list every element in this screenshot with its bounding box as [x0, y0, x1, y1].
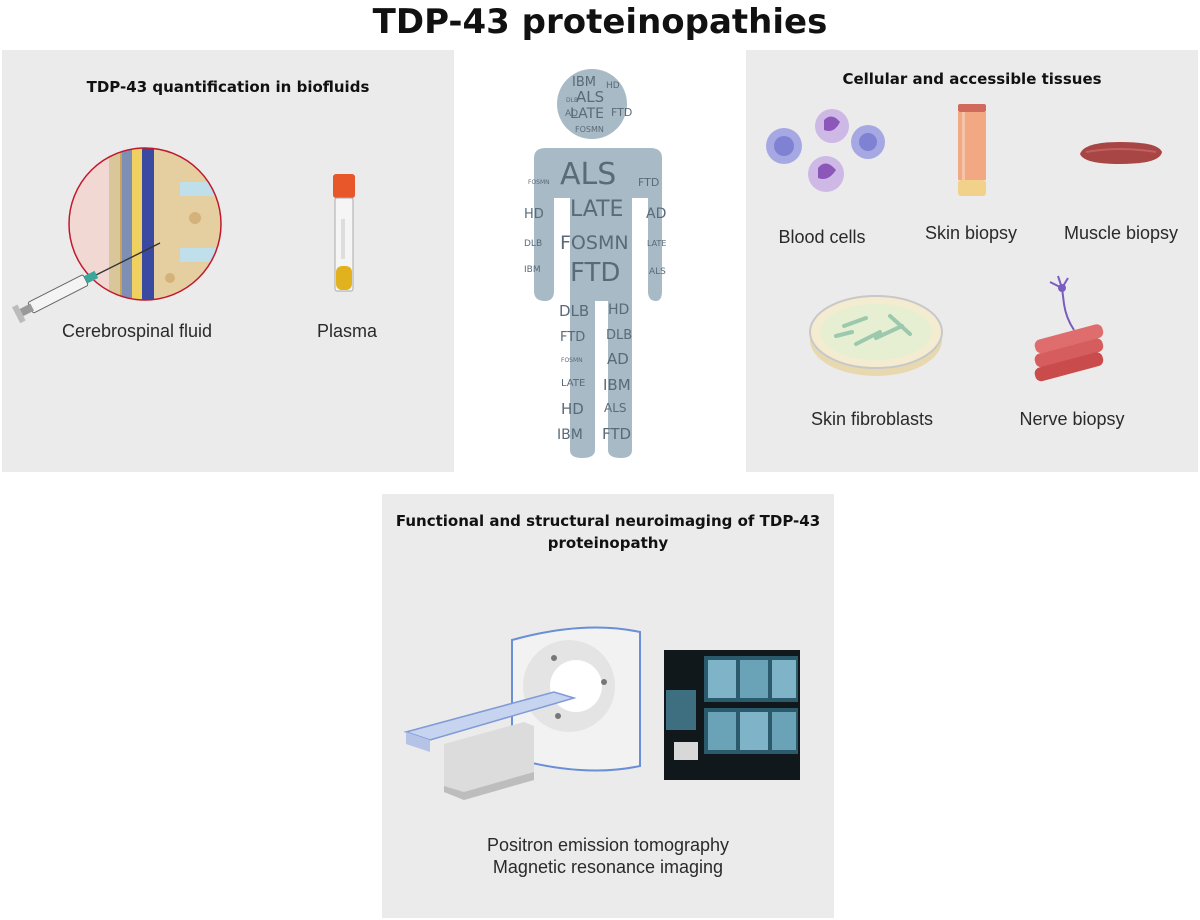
blood-cells-icon	[766, 109, 885, 192]
head-word: LATE	[570, 106, 604, 122]
left-leg-word: HD	[561, 400, 584, 418]
figure-title: TDP-43 proteinopathies	[372, 2, 828, 42]
head-word: IBM	[572, 75, 596, 90]
right-arm-word: AD	[646, 206, 666, 222]
torso-word: LATE	[570, 197, 623, 222]
nerve-biopsy-label: Nerve biopsy	[1019, 409, 1125, 429]
left-leg-word: FTD	[560, 330, 585, 345]
left-leg-word: LATE	[561, 378, 585, 389]
left-leg-word: IBM	[557, 427, 583, 443]
csf-label: Cerebrospinal fluid	[61, 321, 213, 341]
torso-word: ALS	[560, 157, 616, 192]
left-leg-word: DLB	[559, 302, 589, 320]
torso-word: FOSMN	[560, 232, 629, 254]
pet-caption: Positron emission tomography	[486, 835, 730, 855]
head-word: FTD	[611, 106, 632, 119]
skin-biopsy-icon	[958, 104, 986, 196]
left-arm-word: DLB	[524, 239, 542, 249]
right-arm-word: LATE	[647, 239, 666, 248]
scan-monitors-image	[664, 650, 800, 780]
skin-fibroblasts-label: Skin fibroblasts	[810, 409, 934, 429]
right-leg-word: ALS	[604, 401, 627, 415]
petri-dish-icon	[809, 295, 943, 376]
torso-word: FTD	[570, 258, 620, 288]
right-leg-word: FTD	[602, 425, 631, 443]
nerve-biopsy-icon	[1034, 275, 1104, 382]
biofluids-panel: TDP-43 quantification in biofluids	[2, 50, 454, 472]
neuroimaging-panel-title: Functional and structural neuroimaging o…	[395, 512, 821, 552]
muscle-biopsy-label: Muscle biopsy	[1063, 223, 1179, 243]
blood-cells-label: Blood cells	[778, 227, 866, 247]
muscle-biopsy-icon	[1080, 142, 1162, 164]
plasma-label: Plasma	[316, 321, 378, 341]
head-word: FOSMN	[575, 125, 604, 134]
tissues-panel-title: Cellular and accessible tissues	[842, 70, 1102, 88]
neuroimaging-panel: Functional and structural neuroimaging o…	[382, 494, 834, 918]
biofluids-panel-title: TDP-43 quantification in biofluids	[86, 78, 370, 96]
right-leg-word: DLB	[606, 328, 632, 343]
left-leg-word: FOSMN	[561, 357, 583, 364]
right-leg-word: AD	[607, 350, 629, 368]
left-arm-word: IBM	[524, 265, 541, 275]
head-word: AD	[565, 109, 578, 119]
mri-caption: Magnetic resonance imaging	[492, 857, 724, 877]
head-word: DLB	[566, 97, 578, 104]
scanner-icon	[403, 626, 641, 800]
spinal-puncture-illustration	[12, 147, 222, 324]
tissues-panel: Cellular and accessible tissues Blood ce…	[746, 50, 1198, 472]
head-word: ALS	[576, 88, 604, 106]
right-leg-word: IBM	[603, 376, 631, 394]
right-arm-word: ALS	[649, 267, 666, 277]
right-leg-word: HD	[608, 302, 629, 318]
body-word-cloud-figure: IBM HD AD DLB ALS FTD LATE FOSMN ALS LAT…	[524, 69, 666, 458]
left-arm-word: HD	[524, 207, 544, 222]
right-arm-word: FTD	[638, 176, 659, 189]
skin-biopsy-label: Skin biopsy	[924, 223, 1018, 243]
plasma-tube-icon	[333, 174, 355, 292]
head-word: HD	[606, 81, 620, 91]
left-arm-word: FOSMN	[528, 179, 550, 186]
